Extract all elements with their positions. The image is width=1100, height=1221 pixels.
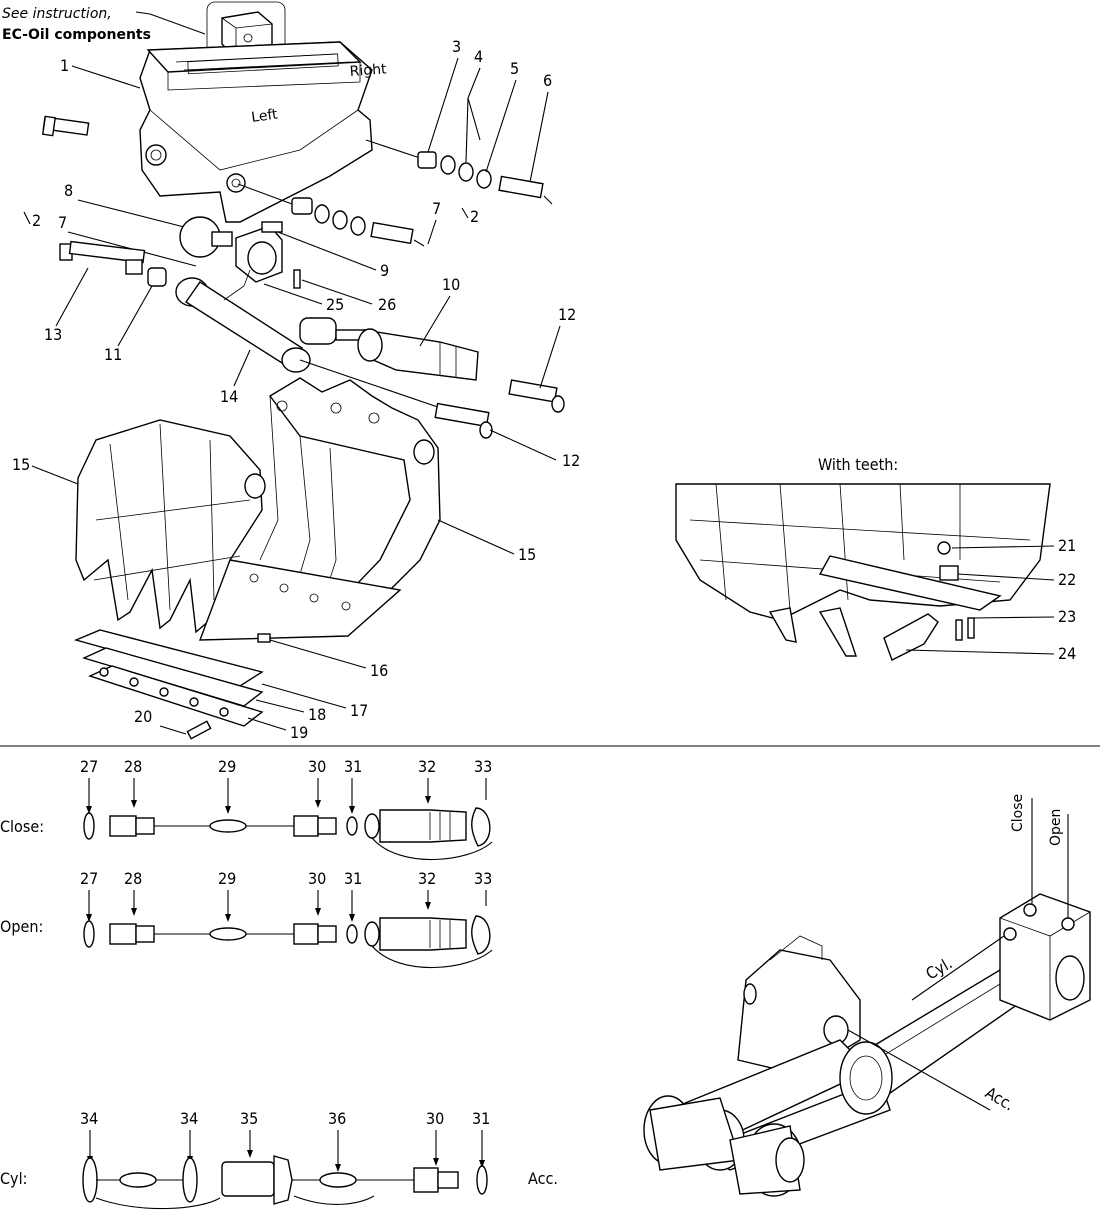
iso-label-open: Open (1048, 809, 1064, 846)
row-cyl-part-30: 30 (426, 1109, 444, 1128)
hydraulic-row-close: Close: 27 28 29 30 31 32 33 (0, 757, 493, 861)
pin-part-12-lower (434, 402, 493, 439)
row-close-part-33: 33 (474, 757, 492, 776)
row-close-part-30: 30 (308, 757, 326, 776)
row-open-part-31: 31 (344, 869, 362, 888)
hydraulic-row-open: Open: 27 28 29 30 31 32 33 (0, 869, 493, 969)
hydraulic-row-cyl: Cyl: Acc. 34 34 35 36 30 31 (0, 1109, 558, 1210)
bushing-part-11 (147, 267, 167, 287)
pin-part-13 (59, 240, 146, 275)
row-label-acc: Acc. (528, 1169, 558, 1188)
callout-12-lower: 12 (562, 451, 580, 470)
callout-21: 21 (1058, 536, 1076, 555)
row-open-part-28: 28 (124, 869, 142, 888)
shaft-stack-lower (237, 183, 425, 247)
callout-4: 4 (474, 47, 483, 66)
callout-14: 14 (220, 387, 238, 406)
callout-8: 8 (64, 181, 73, 200)
row-open-part-30: 30 (308, 869, 326, 888)
callout-15-right: 15 (518, 545, 536, 564)
row-cyl-part-34a: 34 (80, 1109, 98, 1128)
teeth-detail-view (675, 483, 1051, 661)
cutting-edge-parts-17-19 (73, 629, 271, 727)
callout-7-right: 7 (432, 199, 441, 218)
callout-23: 23 (1058, 607, 1076, 626)
callout-1: 1 (60, 56, 69, 75)
callout-6: 6 (543, 71, 552, 90)
callout-26: 26 (378, 295, 396, 314)
callout-12-upper: 12 (558, 305, 576, 324)
row-close-part-29: 29 (218, 757, 236, 776)
left-label: Left (250, 106, 279, 126)
row-cyl-part-35: 35 (240, 1109, 258, 1128)
callout-25: 25 (326, 295, 344, 314)
row-label-cyl: Cyl: (0, 1169, 27, 1188)
iso-label-acc: Acc. (982, 1083, 1017, 1114)
pin-part-12-upper (508, 379, 565, 413)
row-cyl-part-31: 31 (472, 1109, 490, 1128)
link-arm-part-14 (175, 269, 311, 373)
with-teeth-heading: With teeth: (818, 455, 898, 474)
damper-part-8 (179, 216, 233, 258)
row-label-open: Open: (0, 917, 43, 936)
instruction-note: See instruction, EC-Oil components (2, 1, 286, 69)
callout-11: 11 (104, 345, 122, 364)
callout-10: 10 (442, 275, 460, 294)
callout-15-left: 15 (12, 455, 30, 474)
row-cyl-part-36: 36 (328, 1109, 346, 1128)
right-label: Right (349, 61, 387, 80)
callout-13: 13 (44, 325, 62, 344)
clamp-part-9 (235, 221, 283, 283)
callout-3: 3 (452, 37, 461, 56)
row-label-close: Close: (0, 817, 44, 836)
callout-9: 9 (380, 261, 389, 280)
iso-label-close: Close (1010, 794, 1026, 832)
callout-18: 18 (308, 705, 326, 724)
row-close-part-28: 28 (124, 757, 142, 776)
callout-22: 22 (1058, 570, 1076, 589)
callout-16: 16 (370, 661, 388, 680)
bracket-part-1: Right Left (139, 41, 388, 223)
callout-5: 5 (510, 59, 519, 78)
callout-2-right: 2 (470, 207, 479, 226)
row-open-part-29: 29 (218, 869, 236, 888)
callout-19: 19 (290, 723, 308, 742)
callout-2-left: 2 (32, 211, 41, 230)
row-open-part-27: 27 (80, 869, 98, 888)
bolt-part-20 (186, 720, 212, 740)
row-close-part-31: 31 (344, 757, 362, 776)
row-cyl-part-34b: 34 (180, 1109, 198, 1128)
grapple-jaws-part-15 (75, 377, 441, 641)
cylinder-iso-view (643, 893, 1091, 1197)
row-open-part-33: 33 (474, 869, 492, 888)
row-open-part-32: 32 (418, 869, 436, 888)
iso-label-cyl: Cyl. (923, 953, 956, 983)
note-see-instruction: See instruction, (2, 6, 112, 22)
row-close-part-27: 27 (80, 757, 98, 776)
callout-20: 20 (134, 707, 152, 726)
row-close-part-32: 32 (418, 757, 436, 776)
callout-7-left: 7 (58, 213, 67, 232)
note-ec-oil: EC-Oil components (2, 27, 151, 43)
callout-17: 17 (350, 701, 368, 720)
pin-left-top (42, 115, 90, 137)
callout-24: 24 (1058, 644, 1076, 663)
shaft-stack-upper (365, 139, 553, 205)
cylinder-part-10 (299, 317, 479, 381)
